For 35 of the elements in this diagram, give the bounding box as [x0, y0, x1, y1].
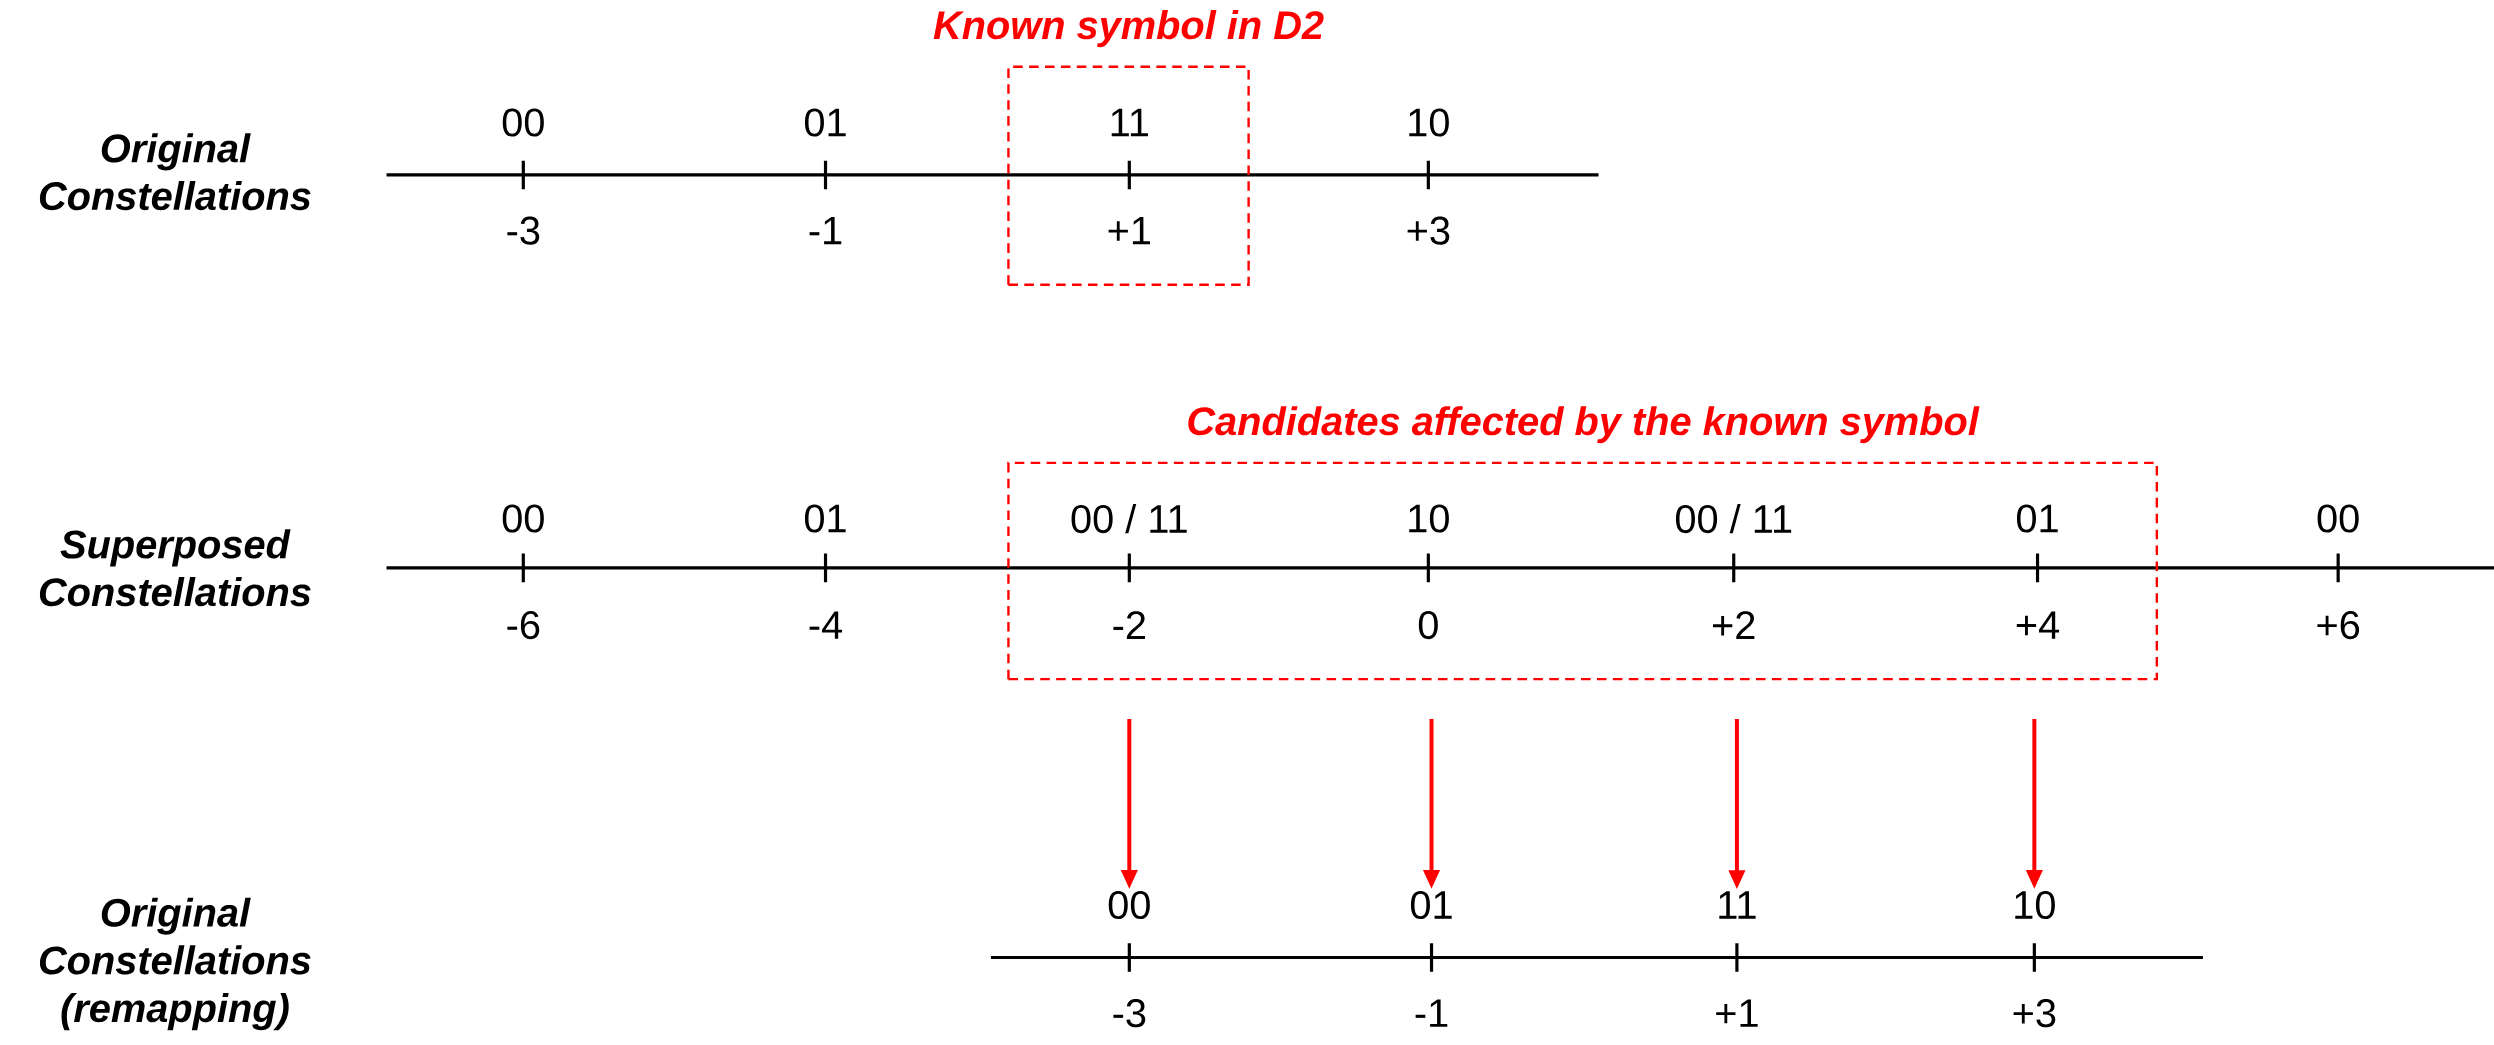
tick-label: -1 [809, 216, 842, 245]
tick-label: -2 [1113, 611, 1145, 639]
node-label: Candidates affected by the known symbol [1188, 406, 1980, 444]
tick-label: 10 [2015, 890, 2055, 920]
tick-label: 10 [1409, 108, 1449, 137]
tick-label: 01 [804, 108, 846, 137]
tick-label: +3 [2013, 999, 2056, 1028]
row-title: Original Constellations [39, 133, 311, 211]
tick-label: -1 [1415, 999, 1448, 1027]
tick-label: 00 / 11 [1071, 503, 1187, 534]
tick-label: 00 [2317, 504, 2359, 533]
tick-label: +6 [2317, 611, 2360, 640]
tick-label: 01 [804, 504, 846, 533]
row-title: Superposed Constellations [39, 529, 311, 607]
tick-label: -3 [507, 216, 540, 245]
tick-label: 01 [1410, 890, 1452, 920]
tick-label: 11 [1719, 891, 1756, 919]
tick-label: 00 / 11 [1675, 503, 1792, 534]
tick-label: 11 [1111, 108, 1148, 137]
tick-label: +1 [1716, 999, 1758, 1027]
tick-label: 00 [1108, 890, 1150, 920]
tick-label: 00 [502, 504, 544, 533]
tick-label: -3 [1113, 999, 1146, 1028]
tick-label: -4 [809, 611, 843, 639]
tick-label: 01 [2016, 504, 2058, 533]
tick-label: +3 [1407, 216, 1450, 245]
node-label: Known symbol in D2 [933, 10, 1324, 48]
tick-label: 00 [502, 108, 544, 137]
row-title: Original Constellations (remapping) [39, 897, 311, 1031]
tick-label: 10 [1409, 504, 1449, 533]
tick-label: 0 [1418, 611, 1438, 640]
tick-label: +1 [1108, 216, 1151, 245]
tick-label: +2 [1713, 611, 1755, 639]
tick-label: -6 [507, 611, 540, 640]
tick-label: +4 [2016, 611, 2060, 639]
